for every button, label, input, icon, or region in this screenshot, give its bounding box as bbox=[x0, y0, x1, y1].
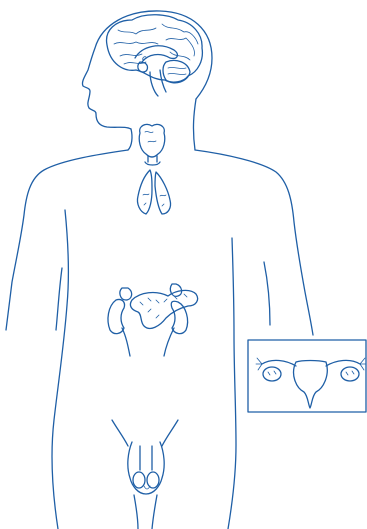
thyroid-gland-icon bbox=[139, 124, 165, 165]
human-silhouette-icon bbox=[6, 11, 313, 529]
uterus-ovaries-icon bbox=[248, 340, 366, 412]
testes-icon bbox=[112, 420, 178, 494]
thymus-icon bbox=[137, 170, 170, 214]
brain-icon bbox=[107, 15, 203, 96]
pituitary-gland-icon bbox=[138, 57, 148, 72]
